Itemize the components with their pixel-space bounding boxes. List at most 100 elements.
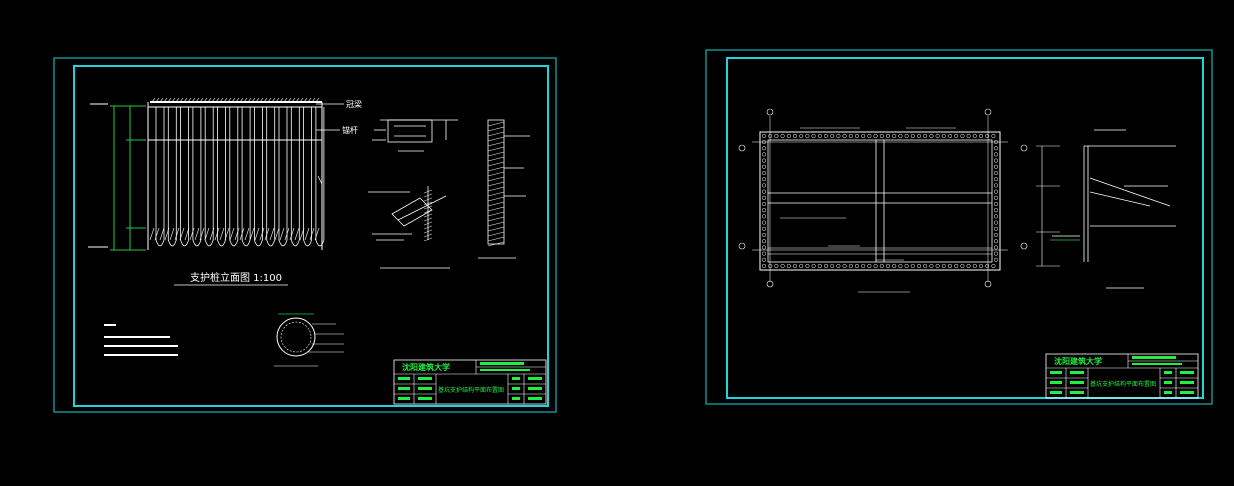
plan-pile — [993, 189, 999, 194]
plan-pile — [761, 152, 767, 157]
plan-pile — [892, 133, 897, 139]
cap-hatch — [263, 97, 268, 103]
plan-pile — [978, 133, 984, 139]
plan-pile — [954, 263, 959, 269]
plan-pile — [761, 226, 767, 231]
plan-pile — [830, 263, 835, 269]
pile-toe-hatch — [289, 227, 295, 241]
plan-pile — [761, 245, 767, 250]
pile-toe-hatch — [149, 227, 155, 241]
plan-pile — [993, 146, 999, 151]
cap-hatch — [311, 97, 316, 103]
plan-pile — [873, 133, 878, 139]
plan-pile — [761, 257, 767, 262]
plan-pile — [904, 263, 909, 269]
anchor-hatch-line — [423, 229, 433, 234]
plan-pile — [941, 133, 946, 139]
plan-pile — [823, 263, 829, 269]
plan-pile — [904, 133, 909, 139]
wall-hatch-line — [487, 211, 505, 217]
plan-pile — [885, 263, 891, 269]
cap-hatch — [155, 97, 160, 103]
pile-toe-hatch — [164, 227, 170, 241]
wall-hatch-line — [487, 166, 505, 172]
pile-elevation — [217, 107, 226, 247]
cap-hatch — [287, 97, 292, 103]
plan-pile — [935, 133, 940, 139]
anchor-hatch-line — [423, 197, 433, 202]
elevation-leaders — [316, 103, 344, 185]
pile-cross-section — [274, 313, 344, 367]
plan-pile — [761, 239, 767, 244]
plan-pile — [993, 177, 999, 182]
plan-pile — [780, 263, 785, 269]
cap-hatch — [207, 97, 212, 103]
left-title-drawing-name: 基坑支护结构平面布置图 — [438, 386, 504, 394]
wall-hatch-line — [487, 231, 505, 237]
pile-elevation — [290, 107, 300, 247]
plan-pile — [993, 214, 999, 219]
pile-elevation — [192, 107, 202, 247]
cap-hatch — [219, 97, 224, 103]
pile-toe-hatch — [284, 227, 290, 241]
pile-toe-hatch — [179, 227, 185, 241]
plan-pile — [768, 263, 773, 269]
plan-pile — [811, 133, 816, 139]
plan-pile — [792, 133, 798, 139]
cap-hatch — [255, 97, 260, 103]
anchor-hatch-line — [423, 213, 433, 218]
cap-hatch — [235, 97, 240, 103]
pile-elevation — [303, 107, 312, 247]
wall-hatch-line — [487, 146, 505, 152]
plan-pile — [993, 195, 999, 200]
cap-hatch — [159, 97, 164, 103]
wall-hatch-line — [487, 131, 505, 137]
plan-pile — [993, 239, 999, 244]
plan-pile — [991, 133, 996, 139]
anchor-hatch-line — [423, 225, 433, 230]
right-sheet: 沈阳建筑大学 基坑支护结构平面布置图 — [705, 49, 1213, 405]
wall-hatch-line — [487, 221, 505, 227]
plan-pile — [768, 133, 773, 139]
wall-hatch-line — [487, 156, 505, 162]
plan-pile — [761, 146, 767, 151]
cap-hatch — [283, 97, 288, 103]
plan-pile — [867, 133, 872, 139]
cap-hatch — [243, 97, 248, 103]
plan-pile — [993, 245, 999, 250]
pile-elevation — [315, 107, 325, 247]
pile-toe-hatch — [204, 227, 210, 241]
plan-pile — [761, 232, 767, 238]
pile-toe-hatch — [229, 227, 235, 241]
pit-plan-layout — [738, 108, 1028, 293]
wall-hatch-line — [487, 186, 505, 192]
pile-elevation-drawing — [147, 97, 325, 250]
side-section-detail — [1050, 129, 1176, 289]
plan-pile — [761, 189, 767, 194]
pile-toe-hatch — [259, 227, 265, 241]
plan-pile — [811, 263, 816, 269]
plan-pile — [761, 251, 767, 256]
plan-pile — [966, 133, 971, 139]
pile-toe-hatch — [299, 227, 305, 241]
plan-pile — [923, 263, 928, 269]
left-sheet: 冠梁 锚杆 支护桩立面图 1:100 — [53, 57, 557, 413]
cap-hatch — [203, 97, 208, 103]
plan-pile — [993, 139, 999, 145]
plan-pile — [848, 263, 853, 269]
pile-toe-hatch — [159, 227, 165, 241]
plan-pile — [761, 195, 767, 200]
plan-pile — [861, 263, 866, 269]
plan-pile — [817, 263, 822, 269]
plan-pile — [972, 133, 977, 139]
pile-toe-hatch — [249, 227, 255, 241]
anchor-hatch-line — [423, 221, 433, 226]
plan-pile — [993, 170, 999, 176]
plan-pile — [786, 133, 791, 139]
right-sheet-border — [705, 49, 1213, 405]
plan-pile — [991, 263, 996, 269]
plan-pile — [916, 263, 922, 269]
cap-hatch — [183, 97, 188, 103]
plan-pile — [993, 232, 999, 238]
plan-pile — [761, 139, 767, 145]
